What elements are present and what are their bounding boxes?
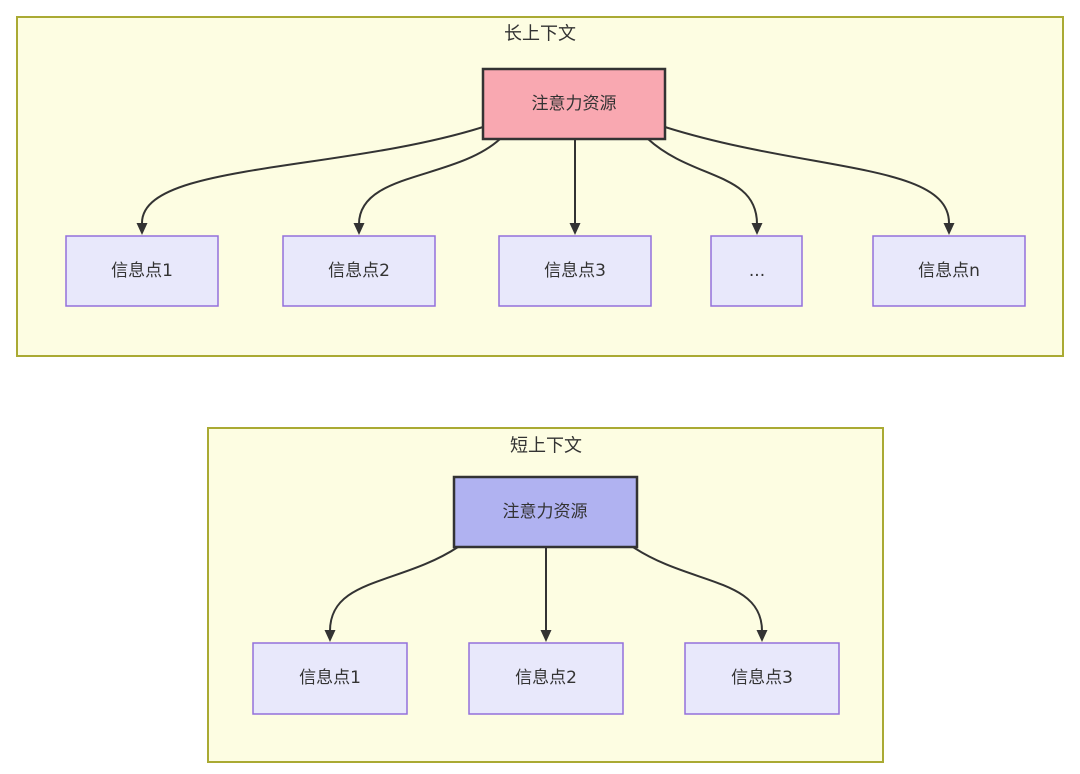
arrowhead-icon <box>756 630 768 642</box>
info-label: 信息点1 <box>111 261 173 281</box>
info-rect <box>65 235 219 307</box>
short-context-title: 短上下文 <box>510 436 582 457</box>
arrowhead-icon <box>353 223 365 235</box>
short-info-node-3: 信息点3 <box>684 642 840 715</box>
edge-line <box>141 126 484 224</box>
short-attention-label: 注意力资源 <box>503 502 588 522</box>
short-edge-1 <box>324 546 459 642</box>
edge-line <box>358 138 501 225</box>
edge-line <box>329 546 459 632</box>
long-info-node-1: 信息点1 <box>65 235 219 307</box>
edge-line <box>664 126 950 224</box>
short-edge-3 <box>632 546 768 642</box>
info-rect <box>498 235 652 307</box>
long-attention-label: 注意力资源 <box>532 94 617 114</box>
long-edge-5 <box>664 126 955 235</box>
short-context-group: 短上下文 注意力资源 信息点1 <box>207 427 884 763</box>
info-label: 信息点1 <box>299 668 361 688</box>
long-context-group: 长上下文 <box>16 16 1064 357</box>
long-edge-1 <box>136 126 484 235</box>
info-label: 信息点3 <box>544 261 606 281</box>
long-edge-4 <box>647 138 763 235</box>
short-attention-node: 注意力资源 <box>452 475 639 549</box>
short-info-node-2: 信息点2 <box>468 642 624 715</box>
info-rect <box>710 235 803 307</box>
info-rect <box>872 235 1026 307</box>
arrowhead-icon <box>751 223 763 235</box>
long-info-node-2: 信息点2 <box>282 235 436 307</box>
info-rect <box>252 642 408 715</box>
info-rect <box>684 642 840 715</box>
info-label: 信息点3 <box>731 668 793 688</box>
long-attention-node: 注意力资源 <box>481 67 667 141</box>
short-info-node-1: 信息点1 <box>252 642 408 715</box>
info-rect <box>468 642 624 715</box>
info-label: 信息点2 <box>515 668 577 688</box>
long-edge-3 <box>569 139 581 235</box>
long-edge-2 <box>353 138 501 235</box>
edge-line <box>632 546 763 632</box>
info-label: 信息点n <box>918 261 980 281</box>
long-info-node-3: 信息点3 <box>498 235 652 307</box>
long-context-title: 长上下文 <box>504 24 576 45</box>
arrowhead-icon <box>324 630 336 642</box>
long-info-node-ellipsis: ... <box>710 235 803 307</box>
edge-line <box>647 138 758 225</box>
info-label: 信息点2 <box>328 261 390 281</box>
short-edge-2 <box>540 547 552 642</box>
arrowhead-icon <box>540 630 552 642</box>
long-attention-rect <box>481 67 667 141</box>
arrowhead-icon <box>136 223 148 235</box>
info-label: ... <box>749 261 765 281</box>
arrowhead-icon <box>569 223 581 235</box>
info-rect <box>282 235 436 307</box>
short-attention-rect <box>452 475 639 549</box>
long-info-node-n: 信息点n <box>872 235 1026 307</box>
arrowhead-icon <box>943 223 955 235</box>
